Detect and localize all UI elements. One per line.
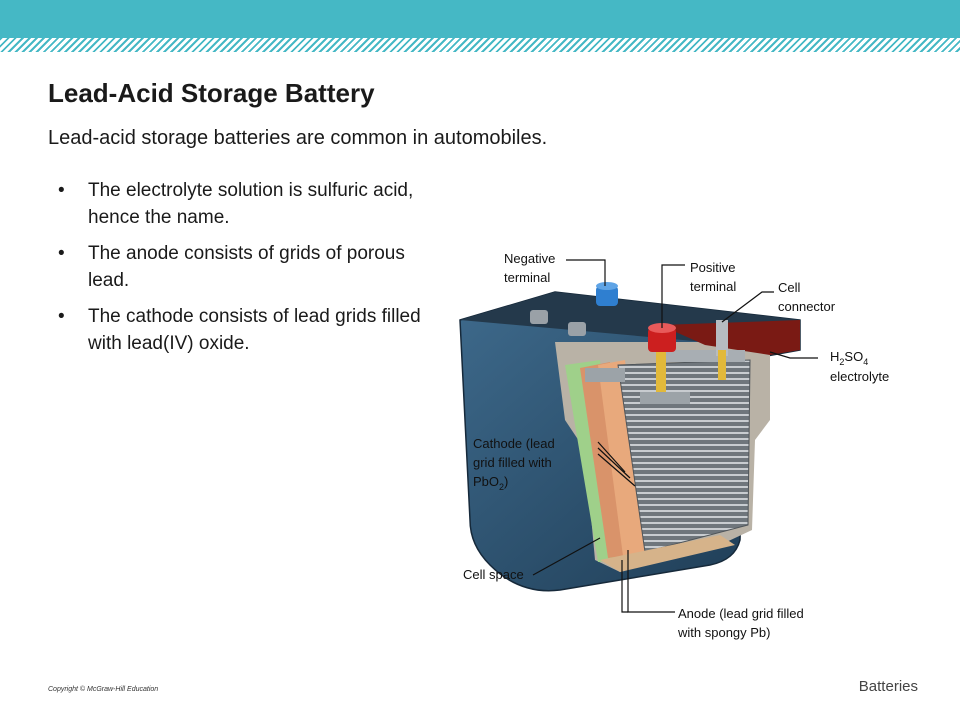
cell-strap: [585, 368, 625, 382]
label-electrolyte: H2SO4 electrolyte: [830, 349, 889, 384]
bullet-item: • The electrolyte solution is sulfuric ac…: [58, 177, 448, 231]
bullet-text: The electrolyte solution is sulfuric aci…: [88, 180, 414, 228]
bullet-text: The cathode consists of lead grids fille…: [88, 306, 421, 354]
cathode-plate: [598, 360, 645, 556]
label-anode: Anode (lead grid filled with spongy Pb): [677, 606, 807, 640]
footer-section-label: Batteries: [858, 678, 918, 695]
copyright-notice: Copyright © McGraw-Hill Education: [48, 686, 159, 693]
label-cell-connector: Cell connector: [778, 280, 836, 314]
negative-terminal-top: [596, 282, 618, 290]
bullet-list: • The electrolyte solution is sulfuric ac…: [58, 177, 448, 366]
bullet-marker: •: [58, 243, 65, 264]
label-cell-space: Cell space: [463, 567, 524, 582]
bullet-marker: •: [58, 180, 65, 201]
connector-post: [716, 320, 728, 356]
label-cathode: Cathode (lead grid filled with PbO2): [473, 436, 558, 492]
label-negative-terminal: Negative terminal: [504, 251, 559, 285]
positive-terminal: [648, 328, 676, 352]
slide-subtitle: Lead-acid storage batteries are common i…: [48, 127, 548, 149]
bullet-text: The anode consists of grids of porous le…: [88, 243, 405, 291]
positive-post: [656, 352, 666, 392]
cell-bottom-tiles: [600, 535, 735, 572]
bullet-marker: •: [58, 306, 65, 327]
battery-diagram: Negative terminal Positive terminal Cell…: [459, 251, 889, 640]
label-positive-terminal: Positive terminal: [690, 260, 739, 294]
negative-terminal: [596, 286, 618, 306]
slide-title: Lead-Acid Storage Battery: [48, 78, 375, 108]
header-band: [0, 0, 960, 38]
connector-post-gold: [718, 350, 726, 380]
vent-cap: [568, 322, 586, 336]
electrolyte-fill: [660, 320, 800, 355]
leader-lines: [532, 259, 818, 613]
vent-cap: [530, 310, 548, 324]
cell-strap: [640, 392, 690, 404]
header-stripe: [0, 38, 960, 52]
bullet-item: • The cathode consists of lead grids fill…: [58, 303, 448, 357]
bullet-item: • The anode consists of grids of porous l…: [58, 240, 448, 294]
